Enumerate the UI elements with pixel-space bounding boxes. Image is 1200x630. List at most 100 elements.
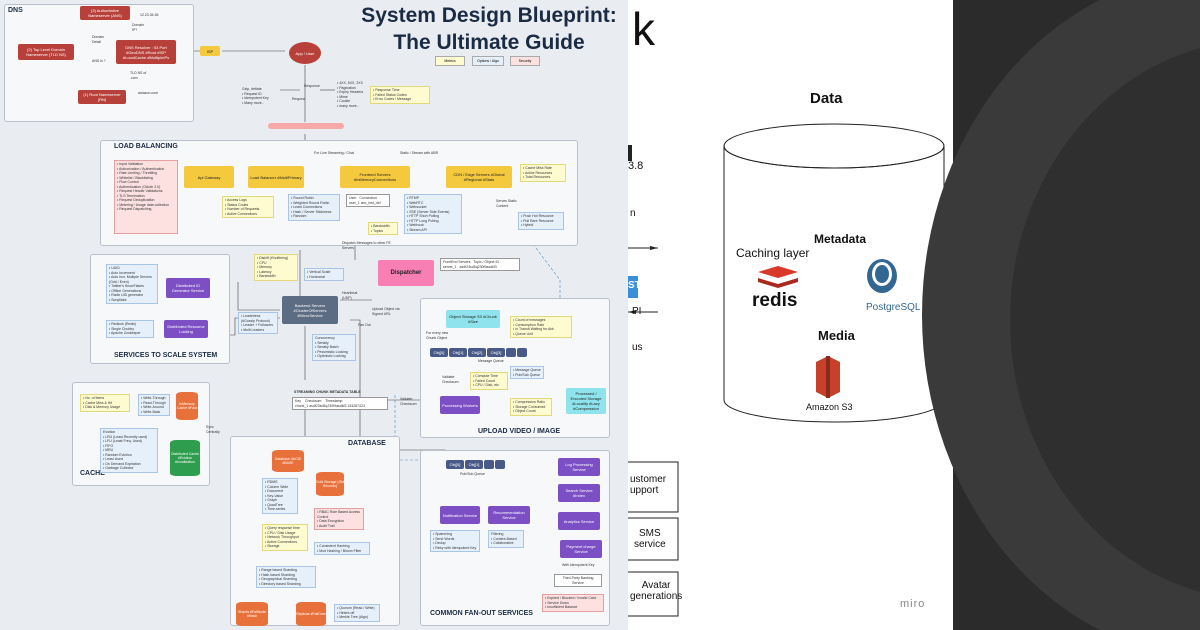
queue-cell-1: Obj[1] — [449, 348, 467, 357]
validate-checksum-label-2: Validate Checksum — [400, 397, 417, 406]
backend-servers: Backend Servers #ClusterOfServers #Micro… — [282, 296, 338, 324]
authoritative-nameserver: (3) Authoritative Nameserver (ANS) — [80, 6, 130, 20]
cdn-options: • Push Hot Resource • Pull Rare Resource… — [518, 212, 564, 230]
cold-storage: Cold Storage (Old Records) — [316, 472, 344, 496]
live-streaming-label: For Live Streaming / Chat — [314, 151, 354, 155]
upload-object-label: Upload Object via Signed URL — [372, 307, 400, 316]
distributed-locking: Distributed Resource Locking — [164, 320, 208, 338]
object-storage: Object Storage S3 #Chunk #Size — [446, 310, 500, 328]
pubsub-label: Pub/Sub Queue — [460, 472, 485, 476]
chunk-object-label: For every new Chunk Object — [426, 331, 449, 340]
lb-algorithms: • Round Robin • Weighted Round Robin • L… — [288, 194, 340, 221]
frontend-protocols: • RTMP • WebRTC • Websocket • SSE (Serve… — [404, 194, 462, 234]
load-balancing-label: LOAD BALANCING — [114, 143, 178, 150]
message-queue-label: Message Queue — [478, 359, 504, 363]
title-line-1: System Design Blueprint: — [361, 4, 617, 27]
data-label: Data — [810, 90, 843, 107]
legend-security: Security — [510, 56, 540, 66]
sync-centrally-label: Sync Centrally — [206, 425, 220, 434]
compression-metrics: • Compression Ratio • Storage Consumed •… — [510, 398, 552, 416]
postgres-logo-text: PostgreSQL — [866, 302, 921, 313]
queue-types: • Message Queue • Pub/Sub Queue — [510, 366, 544, 379]
load-balancer: Load Balancer #MultiPrimary — [248, 166, 304, 188]
conn-head: User Connection — [349, 196, 378, 200]
sms-service-box: SMS service — [634, 528, 666, 550]
payment-errors: • Expired / Blocked / Invalid Card • Ser… — [542, 594, 604, 612]
fanout-label: COMMON FAN-OUT SERVICES — [430, 610, 533, 617]
heartbeat-label: Heartbeat (UDP) — [342, 291, 358, 300]
conn-row: user_1 abc_inst_def — [349, 200, 381, 205]
queue-cell-0: Obj[0] — [430, 348, 448, 357]
dispatch-row: server_1 asdf23sd5q230f9asdkf3 — [443, 264, 497, 269]
tld-ns-label: TLD NS of .com — [130, 71, 147, 80]
eviction-policies: Eviction • LRU (Least Recently used) • L… — [100, 428, 158, 473]
hashing-options: • Consistent Hashing • Mod Hashing / Blo… — [314, 542, 370, 555]
amazon-label: amazon.com — [138, 91, 159, 95]
encoded-storage: Processed / Encoded Storage #Locality #L… — [566, 388, 606, 414]
payment-service: Payment charge Service — [560, 540, 602, 558]
app-user-node: App / User — [289, 42, 321, 64]
database-metrics: • Query response time • CPU / Disk Usage… — [262, 524, 308, 551]
request-label: Request — [292, 97, 306, 101]
streaming-table: Key Checksum Timestamp chunk_1 asdf23sd5… — [292, 397, 388, 410]
banking-service: Third-Party Banking Service — [554, 574, 602, 587]
static-stream-label: Static / Stream with ABR — [400, 151, 439, 155]
dispatcher: Dispatcher — [378, 260, 434, 286]
frontend-servers: Frontend Servers #InMemoryConnections — [340, 166, 410, 188]
gateway-security-list: • Input Validation • Authorization / Aut… — [114, 160, 178, 234]
frontend-bandwidth: • Bandwidth • Topics — [368, 222, 398, 235]
load-balancing-section — [100, 140, 578, 246]
dispatch-table: FrontEnd Servers Topic / Object ID serve… — [440, 258, 520, 271]
serves-static-label: Serves Static Content — [496, 199, 517, 208]
dispatch-head: FrontEnd Servers Topic / Object ID — [443, 260, 499, 264]
upload-label: UPLOAD VIDEO / IMAGE — [478, 428, 561, 435]
root-nameserver: (1) Root Nameserver (RN) — [78, 90, 126, 104]
data-panel-shapes — [628, 123, 945, 617]
lock-list: • Redlock (Redis) • Single Chubby • Apac… — [106, 320, 154, 338]
distributed-cache: Distributed Cache #Eviction #Invalidatio… — [170, 440, 200, 476]
shards-node: Shards #FailNode #Hash — [236, 602, 268, 626]
pubsub-cell-3 — [495, 460, 505, 469]
redis-logo-shape — [758, 266, 798, 288]
scale-label: SERVICES TO SCALE SYSTEM — [114, 352, 218, 359]
replicas-node: Replicas #FailOver — [296, 602, 326, 626]
dispatch-label: Dispatch Messages to other FE Servers — [342, 241, 391, 250]
api-gateway: Api Gateway — [184, 166, 234, 188]
response-label: Response — [304, 84, 320, 88]
database-security: • RBAC Role Based Access Control • Data … — [314, 508, 364, 530]
queue-cell-2: Obj[2] — [468, 348, 486, 357]
domain-ip-label: Domain IP? — [132, 23, 145, 32]
response-metrics: • Response Time • Failed Status Codes • … — [370, 86, 430, 104]
ans-is-label: ANS is ? — [92, 59, 106, 63]
fragment-us: us — [632, 342, 643, 353]
response-notes: • 4XX, 5XX, 2XX • Pagination • Expiry He… — [337, 81, 364, 108]
database-types: • RDMS • Column Wide • Document • Key-Va… — [262, 478, 298, 514]
postgres-logo-shape — [867, 259, 897, 293]
request-notes: Gzip, deflate • Request ID • Idempotent … — [242, 87, 269, 105]
redis-logo-text: redis — [752, 290, 798, 311]
gateway-metrics: • Access Logs • Status Codes • Number of… — [222, 196, 274, 218]
search-service: Search Service #Index — [558, 484, 600, 502]
dns-ip-label: 12.23.34.45 — [140, 13, 159, 17]
database-node: Database #ACID #BASE — [272, 450, 304, 472]
inmemory-cache: InMemory Cache #Fast — [176, 392, 198, 420]
analytics-service: Analytics Service — [558, 512, 600, 530]
title-line-2: The Ultimate Guide — [393, 31, 585, 54]
metadata-label: Metadata — [814, 232, 867, 246]
notification-notes: • Spamming • Send Words • Dedup • Retry … — [430, 530, 480, 552]
leader-options: • Leaderless (#Gossip Protocol) • Leader… — [238, 312, 278, 334]
fragment-n: n — [630, 208, 636, 219]
caching-layer-label: Caching layer — [736, 246, 810, 260]
miro-watermark: miro — [900, 598, 926, 610]
streaming-table-title: STREAMING CHUNK METADATA TABLE — [294, 390, 361, 394]
domain-detail-label: Domain Detail — [92, 35, 105, 44]
recommendation-notes: Filtering • Content-Based • Collaborativ… — [488, 530, 524, 548]
distributed-id-generator: Distributed ID Generator Service — [166, 278, 210, 298]
validate-checksum-label: Validate Checksum — [442, 375, 459, 384]
isp-box: ISP — [200, 46, 220, 56]
cache-metrics: • No. of Items • Cache Miss & Hit • Disk… — [80, 394, 130, 412]
log-processing-service: Log Processing Service — [558, 458, 600, 476]
dns-label: DNS — [8, 7, 23, 14]
sharding-options: • Range based Sharding • Hash based Shar… — [256, 566, 316, 588]
